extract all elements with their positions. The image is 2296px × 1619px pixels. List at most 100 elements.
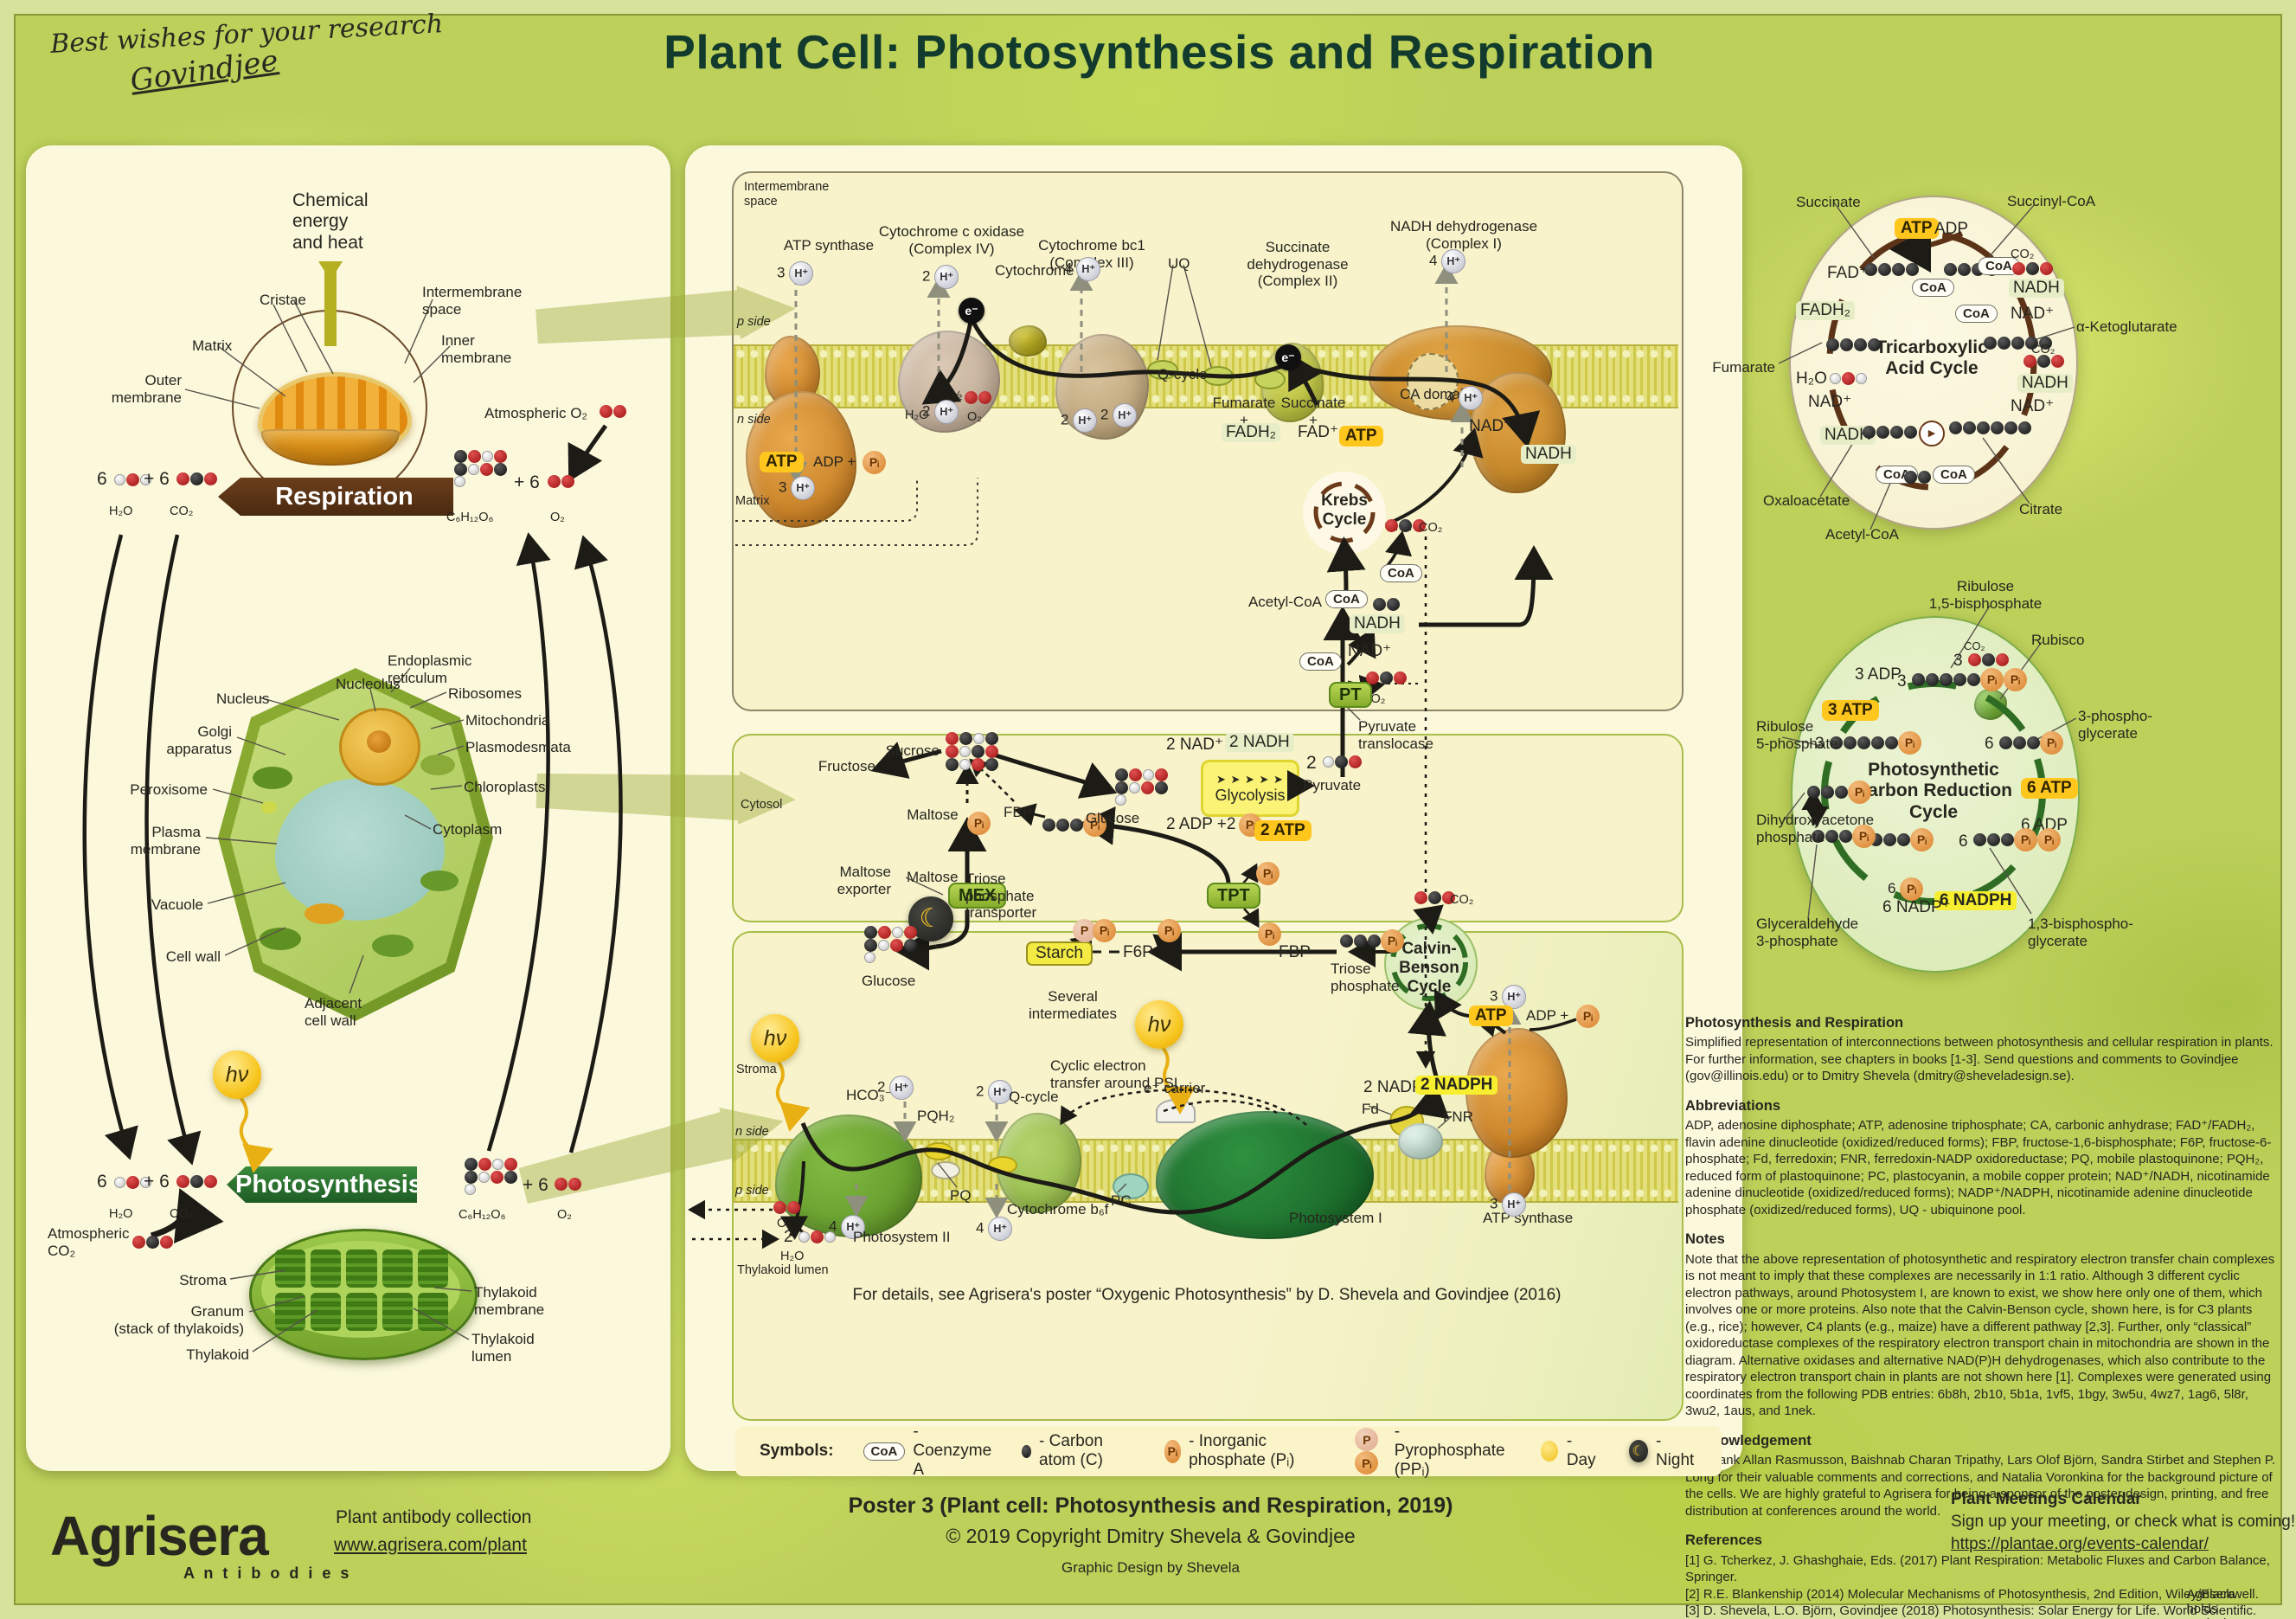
meetings-link[interactable]: https://plantae.org/events-calendar/ xyxy=(1951,1535,2209,1553)
tca-cycle-title: Tricarboxylic Acid Cycle xyxy=(1876,337,1988,379)
diagram-label: ATP synthase xyxy=(783,237,875,254)
info-section-body: ADP, adenosine diphosphate; ATP, adenosi… xyxy=(1685,1118,2272,1217)
diagram-label: Oxaloacetate xyxy=(1763,492,1850,509)
diagram-label: Glucose xyxy=(862,973,916,989)
diagram-label: CO₂ xyxy=(1419,521,1443,535)
diagram-label: H₂O xyxy=(109,504,133,518)
info-section-heading: Abbreviations xyxy=(1685,1097,1781,1114)
diagram-label: + 6 xyxy=(514,472,540,492)
co2-molecule-icon xyxy=(1967,653,2009,671)
symbol-label: - Inorganic phosphate (Pᵢ) xyxy=(1189,1432,1295,1469)
diagram-label: CO₂ xyxy=(1964,639,1985,652)
atp-chip: ATP xyxy=(1895,218,1939,240)
cofactor-chip: NADH xyxy=(1350,614,1405,634)
photosynthesis-banner: Photosynthesis xyxy=(227,1166,417,1203)
info-section-heading: Notes xyxy=(1685,1231,1725,1248)
cofactor-chip: NADH xyxy=(1521,445,1576,465)
footer-agrisera-link[interactable]: www.agrisera.com/plant xyxy=(334,1535,527,1555)
diagram-label: Intermembrane space xyxy=(422,284,523,318)
carbon-chain-icon xyxy=(1863,260,1919,278)
diagram-label: Photosystem I xyxy=(1289,1210,1382,1226)
diagram-label: Mitochondria xyxy=(465,712,550,729)
diagram-label: Several intermediates xyxy=(1028,988,1118,1022)
proton-icon: 2 H⁺ xyxy=(877,1076,914,1100)
diagram-label: 2 ADP +2 xyxy=(1166,815,1236,833)
diagram-label: H₂O xyxy=(905,408,929,422)
proton-icon: 4 H⁺ xyxy=(1064,257,1101,281)
info-section-heading: Photosynthesis and Respiration xyxy=(1685,1015,1904,1031)
diagram-label: α-Ketoglutarate xyxy=(2076,318,2177,335)
diagram-label: Golgi apparatus xyxy=(166,723,232,757)
diagram-label: Peroxisome xyxy=(130,781,208,798)
diagram-label: Cytoplasm xyxy=(433,821,503,838)
diagram-label: n side xyxy=(737,413,771,427)
proton-icon: 4 H⁺ xyxy=(829,1215,866,1239)
diagram-label: C₆H₁₂O₆ xyxy=(459,1208,506,1222)
diagram-label: CO₂ xyxy=(170,1207,194,1221)
diagram-label: FAD⁺ xyxy=(1827,264,1868,282)
carbon-chain-icon xyxy=(1825,336,1881,353)
glc-molecule-icon xyxy=(453,450,507,487)
inorganic-phosphate-icon: Pᵢ xyxy=(1258,922,1281,946)
atp-chip: ATP xyxy=(1339,426,1383,447)
diagram-label: Cytosol xyxy=(741,798,783,812)
coenzyme-a-icon: CoA xyxy=(1955,305,1998,324)
diagram-label: O₂ xyxy=(557,1208,572,1222)
info-section-heading: Acknowledgement xyxy=(1685,1432,1812,1449)
diagram-label: 6 NADP⁺ xyxy=(1882,898,1951,916)
diagram-label: Fructose xyxy=(818,758,875,774)
diagram-label: Rubisco xyxy=(2031,632,2085,648)
cofactor-chip: NADH xyxy=(2009,279,2064,299)
symbol-item-pp: PPᵢ- Pyrophosphate (PPᵢ) xyxy=(1355,1423,1510,1480)
diagram-label: p side xyxy=(737,315,771,329)
night-icon: ☾ xyxy=(908,896,953,941)
respiration-banner-label: Respiration xyxy=(275,482,414,511)
glycolysis-box: ➤ ➤ ➤ ➤ ➤ Glycolysis xyxy=(1201,760,1299,817)
o2-molecule-icon xyxy=(554,1178,581,1195)
diagram-label: 3 xyxy=(1815,735,1825,753)
proton-icon: 3 H⁺ xyxy=(777,261,814,286)
info-section-body: Simplified representation of interconnec… xyxy=(1685,1035,2274,1084)
diagram-label: C₆H₁₂O₆ xyxy=(446,511,494,524)
pcr-cycle-title: Photosynthetic Carbon Reduction Cycle xyxy=(1855,760,2012,822)
diagram-label: Cristae xyxy=(260,292,306,308)
light-hv-icon: hν xyxy=(213,1050,261,1099)
diagram-label: FBP xyxy=(1279,943,1311,961)
diagram-label: Fumarate xyxy=(1712,359,1775,376)
diagram-label: ATP synthase xyxy=(1483,1210,1574,1226)
diagram-label: Granum (stack of thylakoids) xyxy=(113,1303,244,1337)
diagram-label: Maltose exporter xyxy=(837,864,891,897)
night-symbol-icon: ☾ xyxy=(1628,1440,1648,1462)
diagram-label: 2 xyxy=(1306,753,1317,773)
diagram-label: ADP xyxy=(1934,220,1969,238)
diagram-label: ½ xyxy=(952,389,963,403)
chloroplast-organelle xyxy=(253,767,292,789)
diagram-label: Ribulose 5-phosphate xyxy=(1756,718,1838,752)
h2o-molecule-icon xyxy=(798,1230,836,1247)
symbol-item-dot: - Carbon atom (C) xyxy=(1021,1432,1134,1470)
diagram-label: 6 xyxy=(97,1172,107,1192)
diagram-label: p side xyxy=(735,1184,769,1198)
photosynthesis-banner-label: Photosynthesis xyxy=(235,1170,422,1198)
co2-molecule-icon xyxy=(2023,355,2064,372)
diagram-label: Inner membrane xyxy=(441,332,512,366)
h2o-molecule-icon xyxy=(113,1175,151,1192)
pq-icon xyxy=(924,1142,953,1160)
diagram-label: 1,3-bisphospho- glycerate xyxy=(2028,916,2133,949)
diagram-label: NAD⁺ xyxy=(2011,397,2055,415)
carbon-chain-icon: Pᵢ xyxy=(1042,813,1106,837)
diagram-label: NADH dehydrogenase (Complex I) xyxy=(1389,218,1538,252)
diagram-label: PQH₂ xyxy=(917,1108,955,1124)
diagram-label: H₂O xyxy=(780,1250,805,1263)
symbols-legend: Symbols: CoA- Coenzyme A- Carbon atom (C… xyxy=(735,1423,1722,1479)
diagram-label: Q-cycle xyxy=(1009,1089,1059,1105)
day-symbol-icon xyxy=(1541,1441,1559,1462)
inorganic-phosphate-icon: Pᵢ xyxy=(1256,862,1279,885)
diagram-label: 2 NAD⁺ xyxy=(1166,736,1223,754)
coenzyme-a-icon: CoA xyxy=(1978,257,2020,276)
diagram-label: FAD⁺ xyxy=(1298,423,1338,441)
diagram-label: Pyruvate translocase xyxy=(1358,718,1433,752)
co2-molecule-icon xyxy=(1414,891,1455,909)
glc-molecule-icon xyxy=(464,1158,517,1195)
